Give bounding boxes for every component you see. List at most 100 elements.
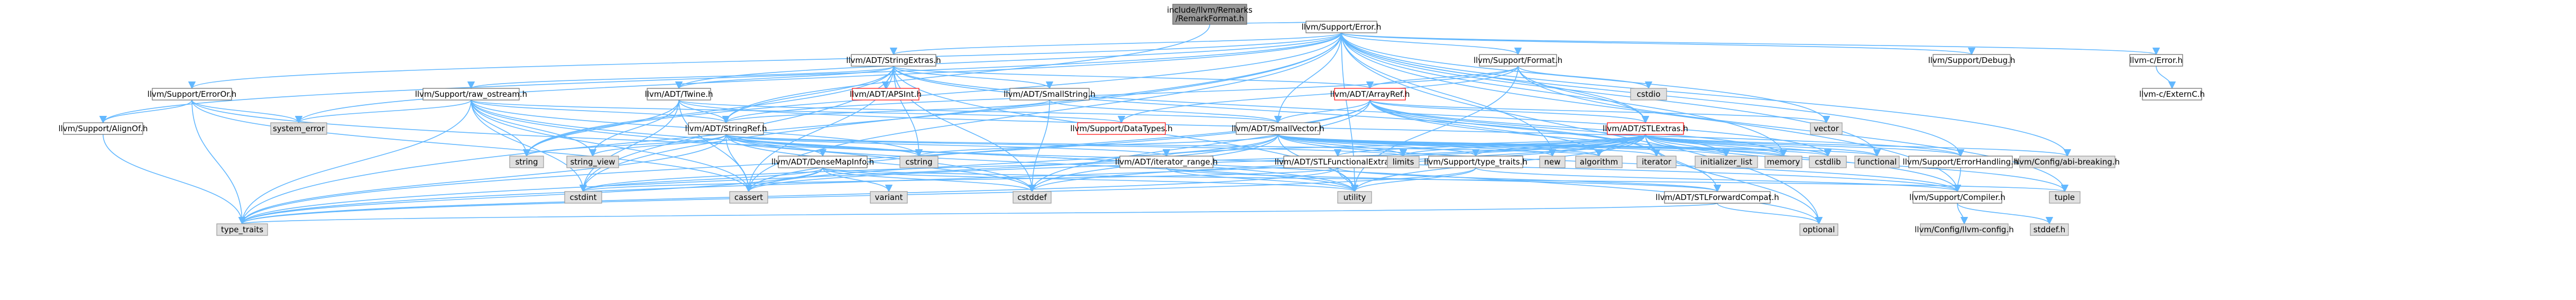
node-label: llvm/ADT/STLForwardCompat.h xyxy=(1655,193,1779,202)
node-label: llvm/ADT/STLExtras.h xyxy=(1603,124,1688,133)
node-label: type_traits xyxy=(221,225,263,235)
edge-stlextras-to-functional xyxy=(1645,134,1881,157)
node-box xyxy=(1428,156,1523,168)
node-format[interactable]: llvm/Support/Format.h xyxy=(1474,54,1562,67)
node-utility: utility xyxy=(1337,191,1372,204)
edge-stlextras-to-errhandling xyxy=(1645,134,1964,157)
node-label: utility xyxy=(1344,193,1366,202)
node-label: cstring xyxy=(905,157,932,167)
node-label: /RemarkFormat.h xyxy=(1175,14,1244,23)
node-functional: functional xyxy=(1854,156,1900,168)
edge-stringextras-to-cstdlib xyxy=(893,66,1832,157)
node-label: functional xyxy=(1857,157,1897,167)
node-stringref[interactable]: llvm/ADT/StringRef.h xyxy=(685,122,767,135)
node-box xyxy=(647,88,711,101)
node-iterrange[interactable]: llvm/ADT/iterator_range.h xyxy=(1115,156,1218,168)
node-cstdlib: cstdlib xyxy=(1809,156,1847,168)
node-label: llvm/ADT/Twine.h xyxy=(645,89,713,99)
edge-stlforward-to-optional xyxy=(1717,203,1823,225)
node-box xyxy=(1337,191,1372,204)
node-label: cstdint xyxy=(569,193,596,202)
edge-error-to-format xyxy=(1341,32,1522,56)
node-smallvector[interactable]: llvm/ADT/SmallVector.h xyxy=(1231,122,1324,135)
edge-errorors-to-cassert xyxy=(191,99,753,193)
node-box xyxy=(1607,122,1684,135)
node-box xyxy=(778,156,868,168)
node-box xyxy=(1236,122,1320,135)
node-label: llvm/Support/DataTypes.h xyxy=(1070,124,1173,133)
edge-rawostream-to-stringref xyxy=(471,99,730,124)
node-error[interactable]: llvm/Support/Error.h xyxy=(1302,21,1382,33)
node-limits: limits xyxy=(1387,156,1420,168)
edge-stringref-to-cstddef xyxy=(725,134,1036,193)
node-datatypes[interactable]: llvm/Support/DataTypes.h xyxy=(1070,122,1173,135)
edge-rawostream-to-string_view xyxy=(471,99,597,157)
edge-stringextras-to-rawostream xyxy=(467,66,894,89)
edge-stringextras-to-smallstring xyxy=(893,66,1054,89)
node-label: optional xyxy=(1803,225,1835,234)
node-stringextras[interactable]: llvm/ADT/StringExtras.h xyxy=(846,54,941,67)
edge-format-to-datatypes xyxy=(1117,66,1519,124)
node-label: variant xyxy=(875,193,903,202)
node-label: memory xyxy=(1767,157,1800,167)
node-twine[interactable]: llvm/ADT/Twine.h xyxy=(645,88,713,101)
node-label: llvm/ADT/DenseMapInfo.h xyxy=(771,157,874,167)
node-cassert: cassert xyxy=(729,191,768,204)
node-stlforward[interactable]: llvm/ADT/STLForwardCompat.h xyxy=(1655,191,1779,204)
node-box xyxy=(1799,223,1838,236)
node-box xyxy=(509,156,544,168)
node-cerror[interactable]: llvm-c/Error.h xyxy=(2129,54,2183,67)
node-alignof[interactable]: llvm/Support/AlignOf.h xyxy=(58,122,148,135)
node-box xyxy=(851,54,936,67)
node-box xyxy=(1809,156,1847,168)
node-label: llvm/Config/llvm-config.h xyxy=(1915,225,2013,234)
node-label: llvm/ADT/iterator_range.h xyxy=(1115,157,1218,167)
node-label: llvm/ADT/SmallString.h xyxy=(1004,89,1096,99)
node-remark[interactable]: include/llvm/Remarks/RemarkFormat.h xyxy=(1167,4,1253,25)
edge-iterrange-to-stlforward xyxy=(1166,167,1721,193)
edge-stlfunctional-to-cstdint xyxy=(579,167,1338,193)
edge-error-to-stringextras xyxy=(890,32,1342,56)
node-densemapinfo[interactable]: llvm/ADT/DenseMapInfo.h xyxy=(771,156,874,168)
node-label: cstdlib xyxy=(1815,157,1841,167)
node-cstring: cstring xyxy=(899,156,939,168)
edge-stringextras-to-string xyxy=(522,66,894,157)
node-label: llvm-c/ExternC.h xyxy=(2139,89,2205,99)
node-externc[interactable]: llvm-c/ExternC.h xyxy=(2139,88,2205,101)
node-debug[interactable]: llvm/Support/Debug.h xyxy=(1928,54,2016,67)
edge-stlextras-to-memory xyxy=(1645,134,1788,157)
node-box xyxy=(63,122,143,135)
node-arrayref[interactable]: llvm/ADT/ArrayRef.h xyxy=(1330,88,1410,101)
node-label: include/llvm/Remarks xyxy=(1167,5,1253,15)
node-stlextras[interactable]: llvm/ADT/STLExtras.h xyxy=(1603,122,1688,135)
node-initializer_list: initializer_list xyxy=(1695,156,1758,168)
node-box xyxy=(1387,156,1420,168)
node-errorors[interactable]: llvm/Support/ErrorOr.h xyxy=(148,88,237,101)
edge-smallstring-to-smallvector xyxy=(1049,99,1282,124)
node-typetraitsh[interactable]: llvm/Support/type_traits.h xyxy=(1424,156,1528,168)
node-box xyxy=(422,88,520,101)
node-apsint[interactable]: llvm/ADT/APSInt.h xyxy=(850,88,922,101)
node-optional: optional xyxy=(1799,223,1838,236)
node-label: llvm/Support/Format.h xyxy=(1474,56,1562,65)
node-smallstring[interactable]: llvm/ADT/SmallString.h xyxy=(1004,88,1096,101)
node-label: system_error xyxy=(273,124,325,134)
edge-stlfunctional-to-stlforward xyxy=(1337,167,1721,193)
edge-arrayref-to-stlextras xyxy=(1369,99,1649,124)
node-stlfunctional[interactable]: llvm/ADT/STLFunctionalExtras.h xyxy=(1275,156,1401,168)
edge-error-to-cerror xyxy=(1341,32,2160,56)
edge-alignof-to-type_traits xyxy=(103,134,246,225)
edge-stringref-to-cstring xyxy=(725,134,923,157)
node-box xyxy=(1479,54,1557,67)
edge-format-to-utility xyxy=(1350,66,1519,193)
edge-densemapinfo-to-variant xyxy=(822,167,893,193)
node-errhandling[interactable]: llvm/Support/ErrorHandling.h xyxy=(1903,156,2019,168)
edge-twine-to-cstdint xyxy=(579,99,679,193)
node-box xyxy=(2049,191,2081,204)
node-rawostream[interactable]: llvm/Support/raw_ostream.h xyxy=(415,88,527,101)
node-label: llvm/Support/Error.h xyxy=(1302,22,1382,32)
node-compiler[interactable]: llvm/Support/Compiler.h xyxy=(1909,191,2005,204)
node-box xyxy=(1636,156,1677,168)
node-box xyxy=(729,191,768,204)
